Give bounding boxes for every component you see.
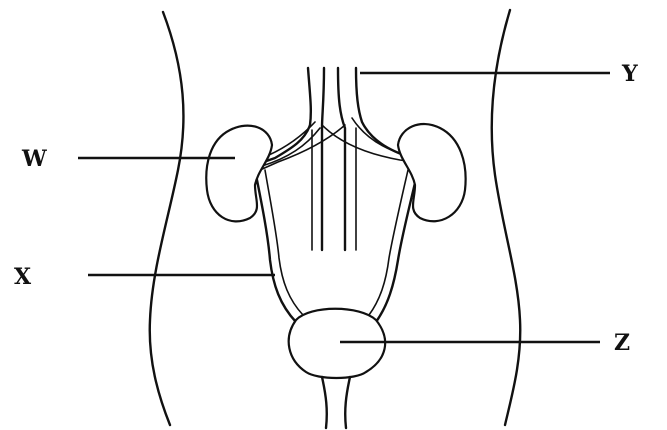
urethra-right-wall (345, 377, 350, 428)
ureter-left-inner (265, 170, 303, 315)
ureter-left-outer (255, 170, 296, 322)
kidneys (206, 124, 465, 221)
renal-vein-left-cross (260, 125, 345, 170)
major-blood-vessels (255, 68, 418, 250)
urethra-left-wall (322, 377, 327, 428)
bladder-and-urethra (289, 309, 385, 428)
label-x: X (14, 264, 32, 290)
bladder (289, 309, 385, 378)
ureters (255, 170, 418, 322)
label-y: Y (621, 61, 638, 87)
aorta-right-wall (322, 68, 324, 250)
ureter-right-outer (376, 170, 418, 322)
label-w: W (21, 146, 47, 172)
body-outline-left (150, 12, 184, 425)
vena-cava-left-wall (338, 68, 345, 250)
label-z: Z (614, 330, 630, 356)
